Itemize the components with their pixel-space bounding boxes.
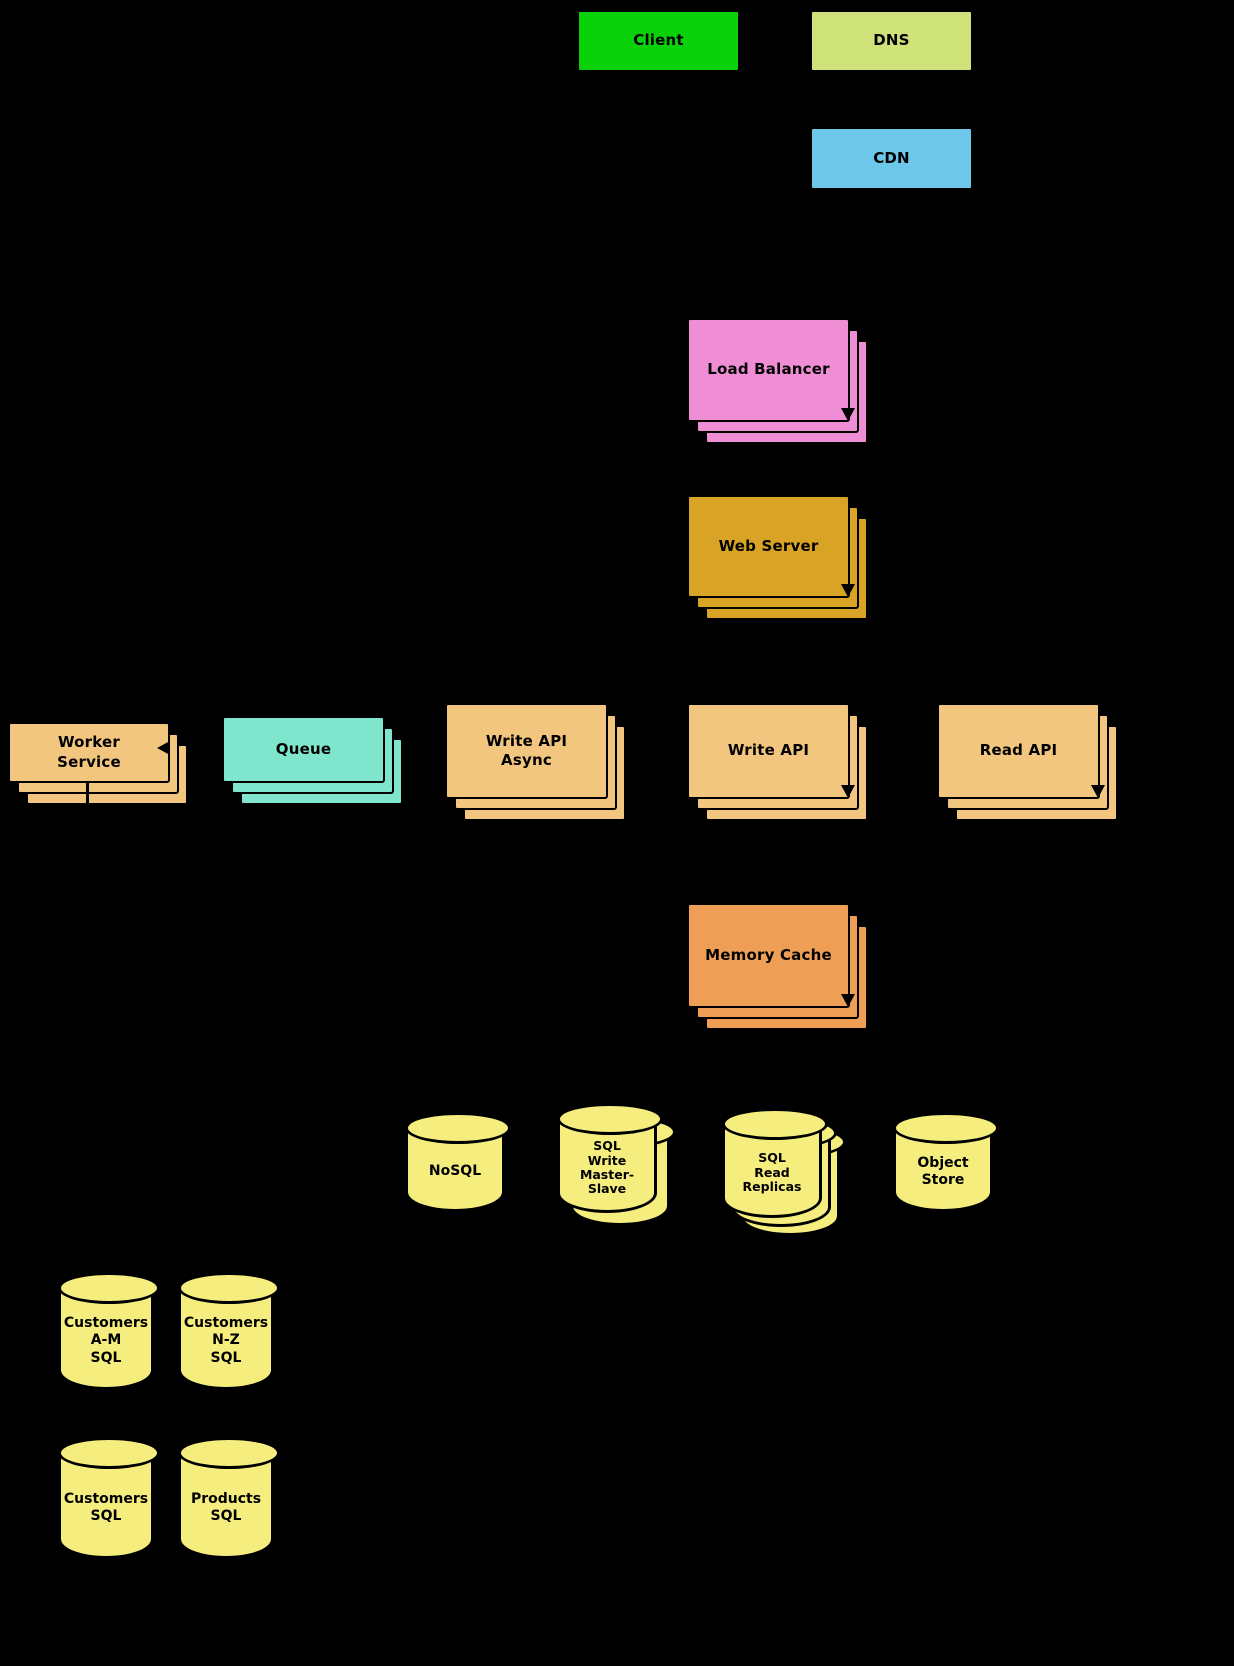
sql-write-master-slave-node: SQL Write Master- Slave SQL Write Master… [557,1103,676,1226]
dns-label: DNS [873,31,910,50]
cdn-label: CDN [873,148,910,167]
customers-sql-label: Customers SQL [63,1490,149,1524]
customers-am-label: Customers A-M SQL [63,1315,149,1366]
queue-label: Queue [275,739,332,758]
nosql-node: NoSQL [405,1112,511,1212]
worker-service-node: Worker Service [8,722,188,805]
write-api-async-node: Write API Async [445,703,626,821]
read-api-box: Read API [937,703,1100,799]
sql-read-label: SQL Read Replicas [742,1150,802,1195]
dns-box: DNS [810,10,973,72]
customers-am-cylinder: Customers A-M SQL [58,1272,160,1390]
load-balancer-label: Load Balancer [707,360,830,379]
products-sql-label: Products SQL [190,1490,262,1524]
write-api-async-label: Write API Async [485,731,568,770]
client-label: Client [633,31,684,50]
memory-cache-box: Memory Cache [687,903,850,1008]
worker-service-label: Worker Service [57,733,121,771]
write-api-async-box: Write API Async [445,703,608,799]
sql-read-cylinder: SQL Read Replicas [722,1108,828,1218]
products-sql-node: Products SQL [178,1437,280,1559]
customers-nz-cylinder: Customers N-Z SQL [178,1272,280,1390]
sql-write-label: SQL Write Master- Slave [579,1138,635,1197]
load-balancer-box: Load Balancer [687,318,850,422]
arrowhead-icon [1091,785,1105,798]
worker-service-box: Worker Service [8,722,170,783]
write-api-label: Write API [727,741,810,760]
load-balancer-node: Load Balancer [687,318,868,444]
web-server-label: Web Server [718,536,819,555]
arrowhead-icon [841,584,855,597]
web-server-box: Web Server [687,495,850,598]
object-store-node: Object Store [893,1112,999,1212]
customers-am-sql-node: Customers A-M SQL [58,1272,160,1390]
sql-write-cylinder: SQL Write Master- Slave [557,1103,663,1213]
nosql-label: NoSQL [428,1163,482,1180]
queue-box: Queue [222,716,385,783]
queue-node: Queue [222,716,403,805]
arrowhead-icon [157,741,170,755]
cdn-node: CDN [810,127,973,190]
cdn-box: CDN [810,127,973,190]
products-sql-cylinder: Products SQL [178,1437,280,1559]
customers-sql-node: Customers SQL [58,1437,160,1559]
read-api-node: Read API [937,703,1118,821]
web-server-node: Web Server [687,495,868,620]
arrowhead-icon [841,785,855,798]
object-store-label: Object Store [917,1154,969,1188]
object-store-cylinder: Object Store [893,1112,999,1212]
customers-nz-sql-node: Customers N-Z SQL [178,1272,280,1390]
memory-cache-node: Memory Cache [687,903,868,1030]
client-box: Client [577,10,740,72]
customers-sql-cylinder: Customers SQL [58,1437,160,1559]
memory-cache-label: Memory Cache [705,945,832,964]
nosql-cylinder: NoSQL [405,1112,511,1212]
write-api-box: Write API [687,703,850,799]
arrowhead-icon [841,994,855,1007]
client-node: Client [577,10,740,72]
dns-node: DNS [810,10,973,72]
read-api-label: Read API [979,741,1058,760]
arrowhead-icon [841,408,855,421]
connector-stub [86,783,89,810]
write-api-node: Write API [687,703,868,821]
sql-read-replicas-node: SQL Read Replicas [722,1108,846,1236]
customers-nz-label: Customers N-Z SQL [183,1315,269,1366]
